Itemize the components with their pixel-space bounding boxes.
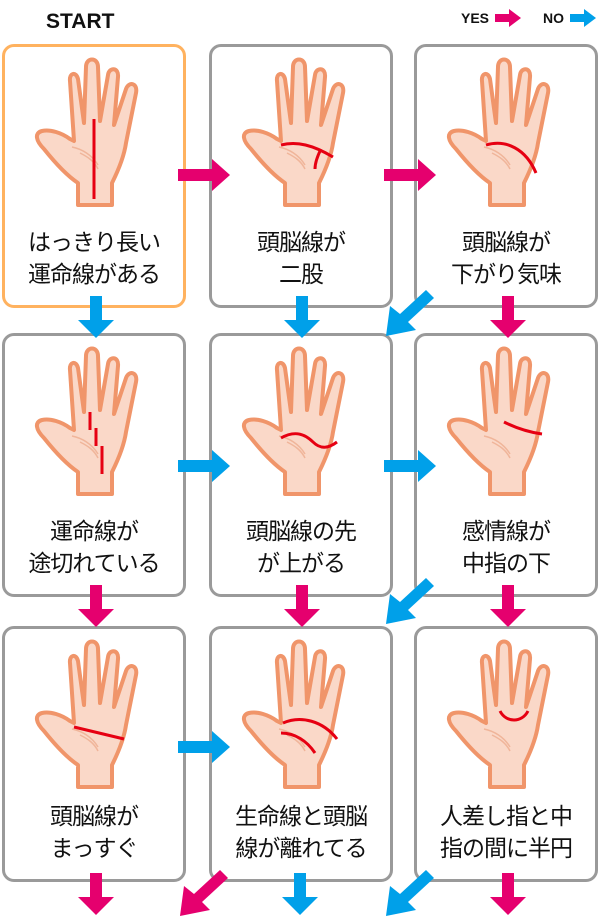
no-arrow-down-icon [282, 873, 318, 915]
hand-icon [30, 53, 158, 213]
yes-arrow-right-icon [384, 159, 436, 191]
card-start-fate-line-long[interactable]: はっきり長い運命線がある [2, 44, 186, 308]
no-arrow-down-left-icon [386, 290, 434, 336]
card-heart-line-under-middle-finger[interactable]: 感情線が中指の下 [414, 333, 598, 597]
card-label: 運命線が途切れている [28, 519, 160, 577]
card-head-line-end-rises[interactable]: 頭脳線の先が上がる [209, 333, 393, 597]
no-arrow-right-icon [178, 450, 230, 482]
card-head-line-straight[interactable]: 頭脳線がまっすぐ [2, 626, 186, 882]
card-label: 頭脳線がまっすぐ [50, 804, 139, 862]
legend-no-label: NO [543, 10, 564, 26]
yes-arrow-down-icon [78, 873, 114, 915]
card-fate-line-broken[interactable]: 運命線が途切れている [2, 333, 186, 597]
card-label: 生命線と頭脳線が離れてる [235, 804, 368, 862]
card-head-line-forked[interactable]: 頭脳線が二股 [209, 44, 393, 308]
yes-arrow-right-icon [495, 9, 521, 27]
legend: YES NO [461, 6, 596, 30]
card-label: 頭脳線が下がり気味 [451, 230, 562, 288]
yes-arrow-down-icon [490, 296, 526, 338]
no-arrow-down-left-icon [386, 578, 434, 624]
start-label: START [46, 10, 115, 33]
card-life-and-head-line-separated[interactable]: 生命線と頭脳線が離れてる [209, 626, 393, 882]
hand-icon [237, 342, 365, 502]
hand-icon [237, 635, 365, 795]
yes-arrow-down-icon [284, 585, 320, 627]
card-half-circle-between-fingers[interactable]: 人差し指と中指の間に半円 [414, 626, 598, 882]
no-arrow-down-icon [284, 296, 320, 338]
hand-icon [442, 342, 570, 502]
yes-arrow-down-icon [490, 585, 526, 627]
no-arrow-right-icon [384, 450, 436, 482]
legend-yes-label: YES [460, 10, 489, 26]
card-label: 頭脳線が二股 [257, 230, 346, 288]
card-label: はっきり長い運命線がある [28, 230, 161, 288]
hand-icon [442, 635, 570, 795]
hand-icon [30, 342, 158, 502]
no-arrow-right-icon [178, 731, 230, 763]
hand-icon [237, 53, 365, 213]
card-label: 頭脳線の先が上がる [246, 519, 357, 577]
yes-arrow-right-icon [178, 159, 230, 191]
yes-arrow-down-icon [490, 873, 526, 915]
yes-arrow-down-left-icon [180, 870, 228, 916]
card-label: 人差し指と中指の間に半円 [440, 804, 573, 862]
hand-icon [442, 53, 570, 213]
no-arrow-down-left-icon [386, 870, 434, 916]
no-arrow-right-icon [570, 9, 596, 27]
card-head-line-slopes-down[interactable]: 頭脳線が下がり気味 [414, 44, 598, 308]
hand-icon [30, 635, 158, 795]
no-arrow-down-icon [78, 296, 114, 338]
yes-arrow-down-icon [78, 585, 114, 627]
card-label: 感情線が中指の下 [462, 519, 551, 577]
